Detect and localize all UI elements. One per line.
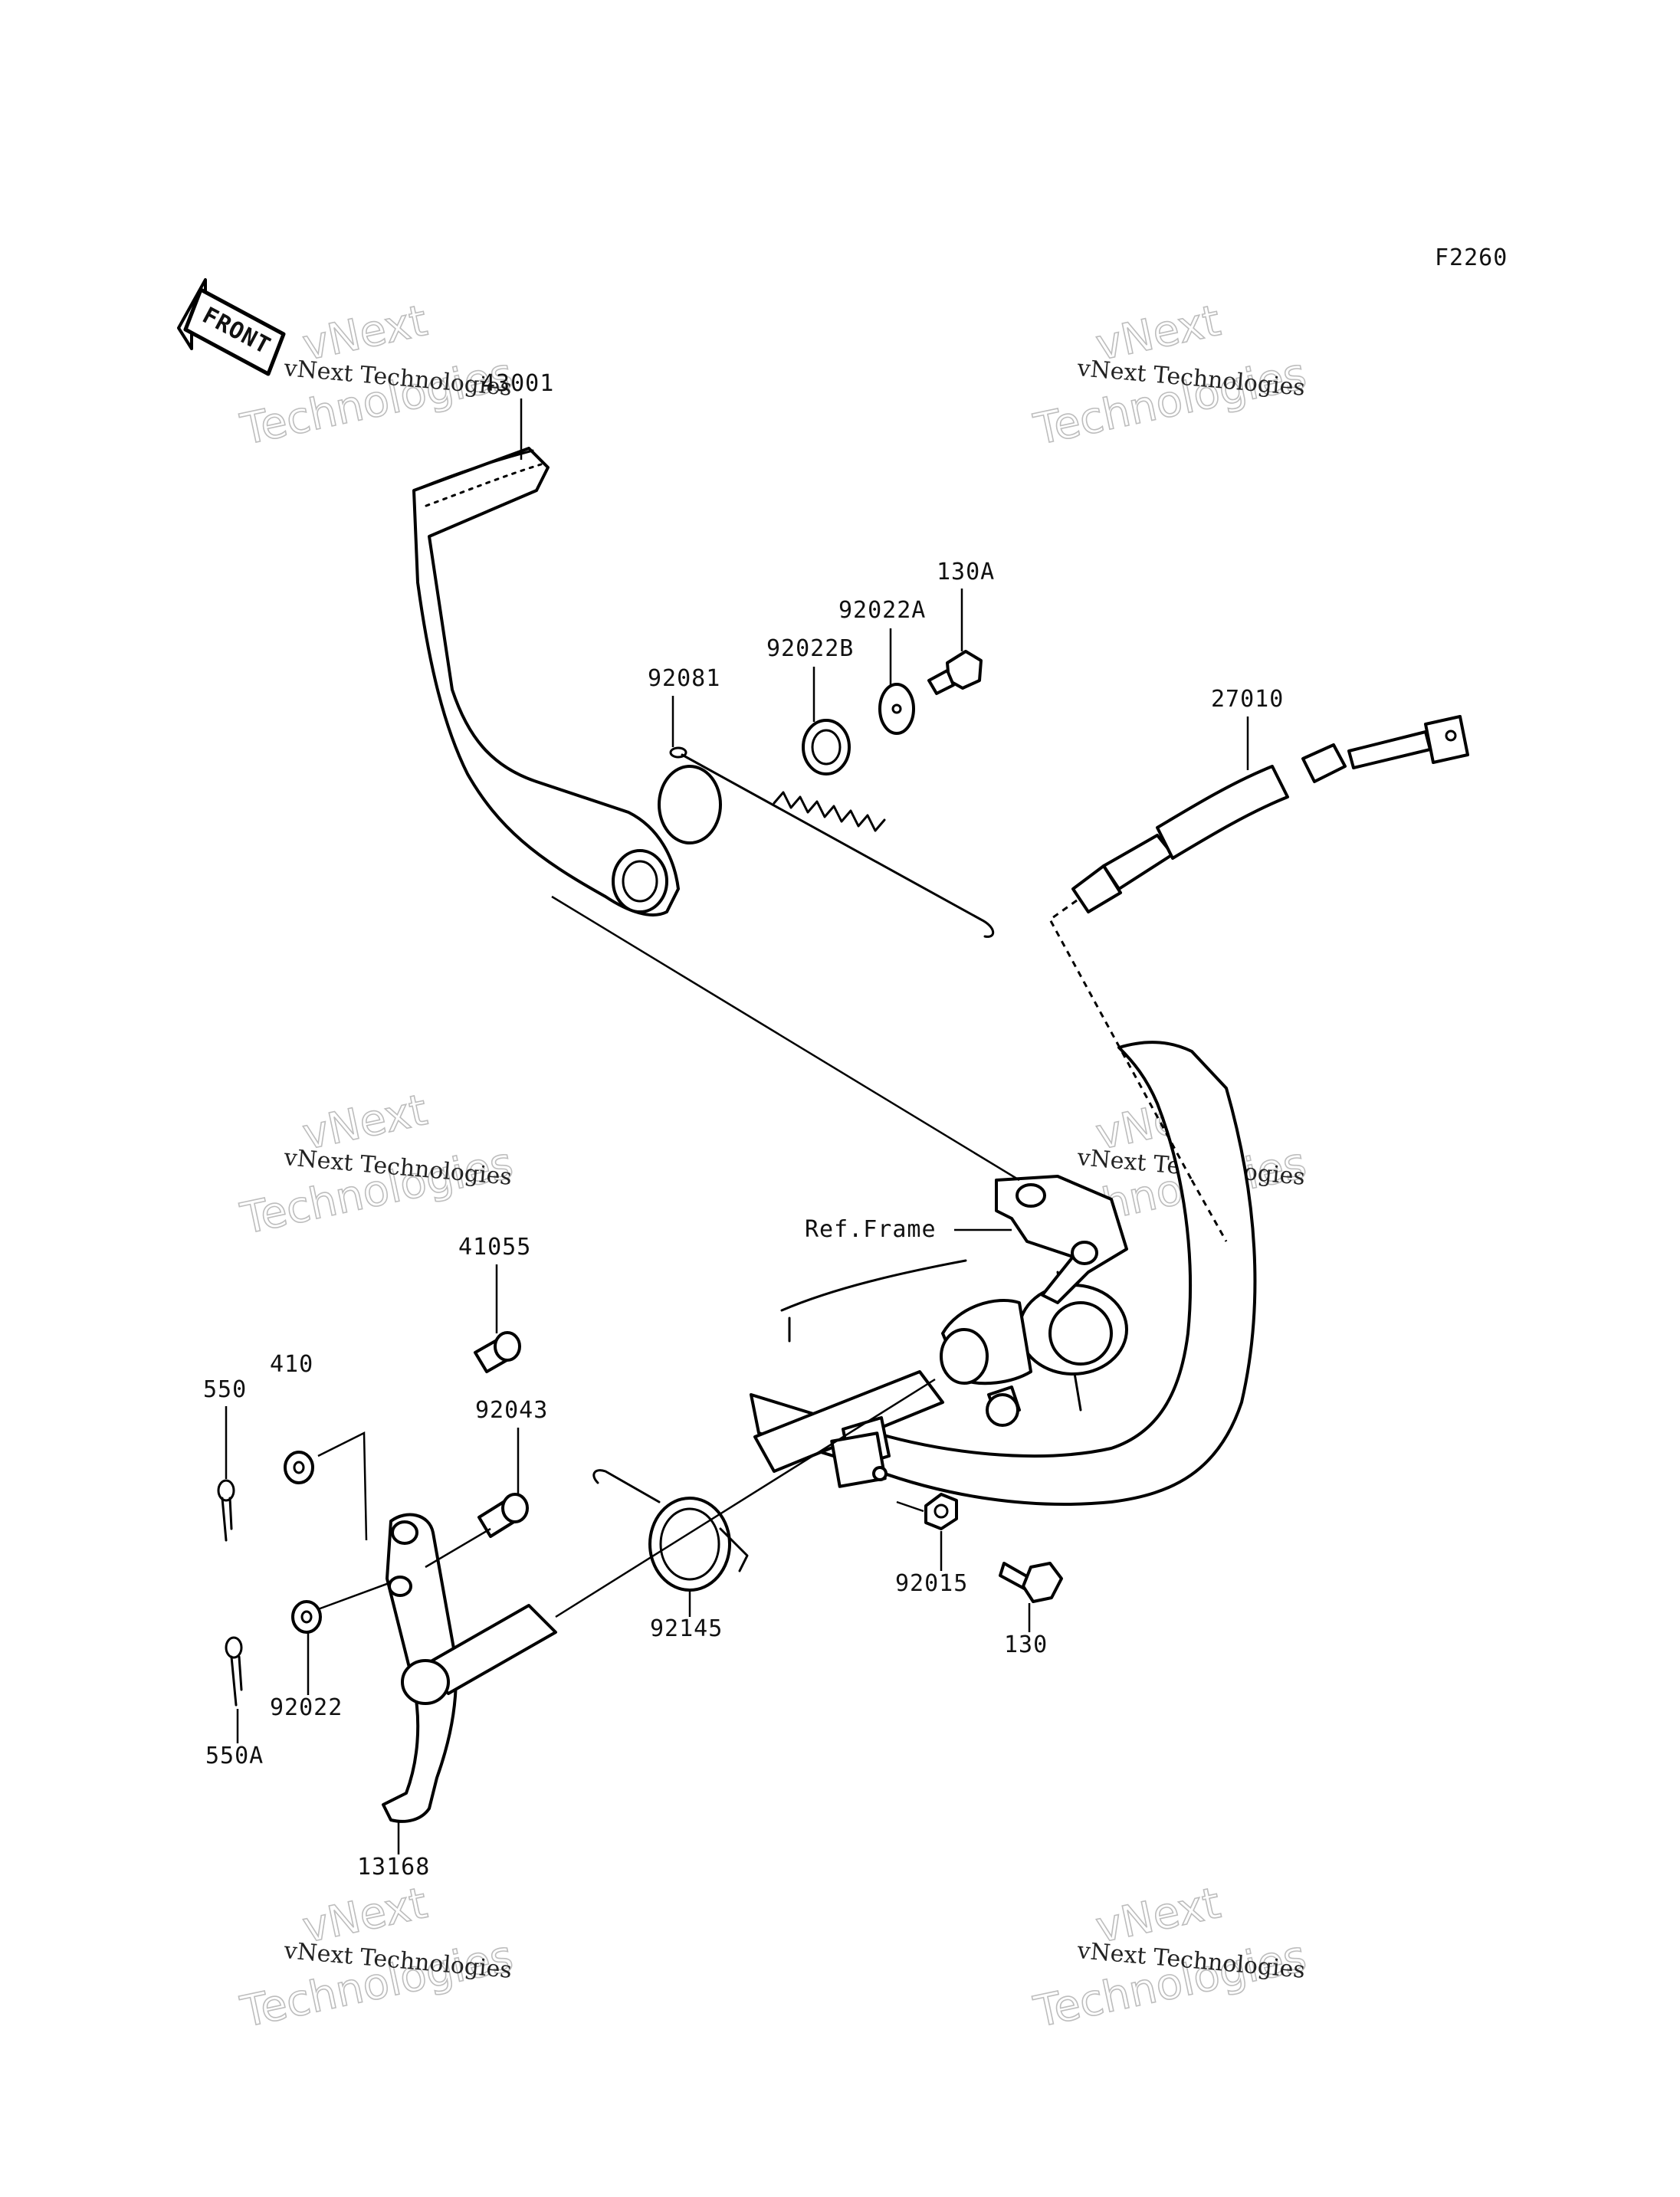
brake-arm-part — [382, 1513, 557, 1823]
label-92081: 92081 — [648, 665, 720, 692]
cotter-pin-550-part — [217, 1479, 235, 1542]
label-92022b: 92022B — [766, 635, 854, 662]
washer-92022b-part — [802, 719, 851, 776]
nut-92015-part — [924, 1493, 958, 1530]
label-ref-frame: Ref.Frame — [805, 1216, 937, 1243]
pin-41055-part — [474, 1331, 521, 1373]
label-92022a: 92022A — [838, 597, 926, 624]
label-92015: 92015 — [895, 1570, 968, 1597]
label-92145: 92145 — [650, 1615, 723, 1642]
coil-spring-part — [592, 1469, 749, 1592]
label-41055: 41055 — [458, 1234, 531, 1261]
part-labels: 43001 130A 92022A 92022B 92081 27010 410… — [203, 370, 1284, 1881]
washer-410-part — [284, 1451, 314, 1484]
watermark-bottom-right: vNext Technologies vNext Technologies — [1029, 1877, 1311, 2038]
watermark-bottom-left: vNext Technologies vNext Technologies — [236, 1877, 518, 2038]
pin-92043-part — [477, 1493, 529, 1538]
washer-92022a-part — [878, 683, 915, 735]
cotter-pin-550a-part — [225, 1636, 243, 1707]
label-13168: 13168 — [357, 1854, 430, 1881]
label-92022: 92022 — [270, 1694, 343, 1721]
label-410: 410 — [270, 1351, 313, 1378]
label-130: 130 — [1004, 1631, 1048, 1658]
label-550a: 550A — [205, 1743, 264, 1769]
label-43001: 43001 — [481, 370, 554, 397]
frame-drawing — [750, 1041, 1257, 1506]
brake-switch-part — [1071, 715, 1469, 913]
brake-pedal-part — [412, 447, 722, 917]
watermark-top-left: vNext Technologies vNext Technologies — [236, 295, 518, 455]
label-130a: 130A — [937, 559, 995, 585]
label-550: 550 — [203, 1376, 247, 1403]
figure-code: F2260 — [1435, 244, 1508, 271]
front-arrow-icon: FRONT — [177, 278, 286, 376]
label-92043: 92043 — [475, 1397, 548, 1424]
bolt-130a-part — [927, 650, 983, 695]
return-spring-part — [669, 746, 995, 938]
bolt-130-part — [999, 1562, 1063, 1603]
label-27010: 27010 — [1211, 686, 1284, 713]
watermark-mid-left: vNext Technologies vNext Technologies — [236, 1084, 518, 1244]
watermark-top-right: vNext Technologies vNext Technologies — [1029, 295, 1311, 455]
washer-92022-part — [291, 1600, 322, 1634]
